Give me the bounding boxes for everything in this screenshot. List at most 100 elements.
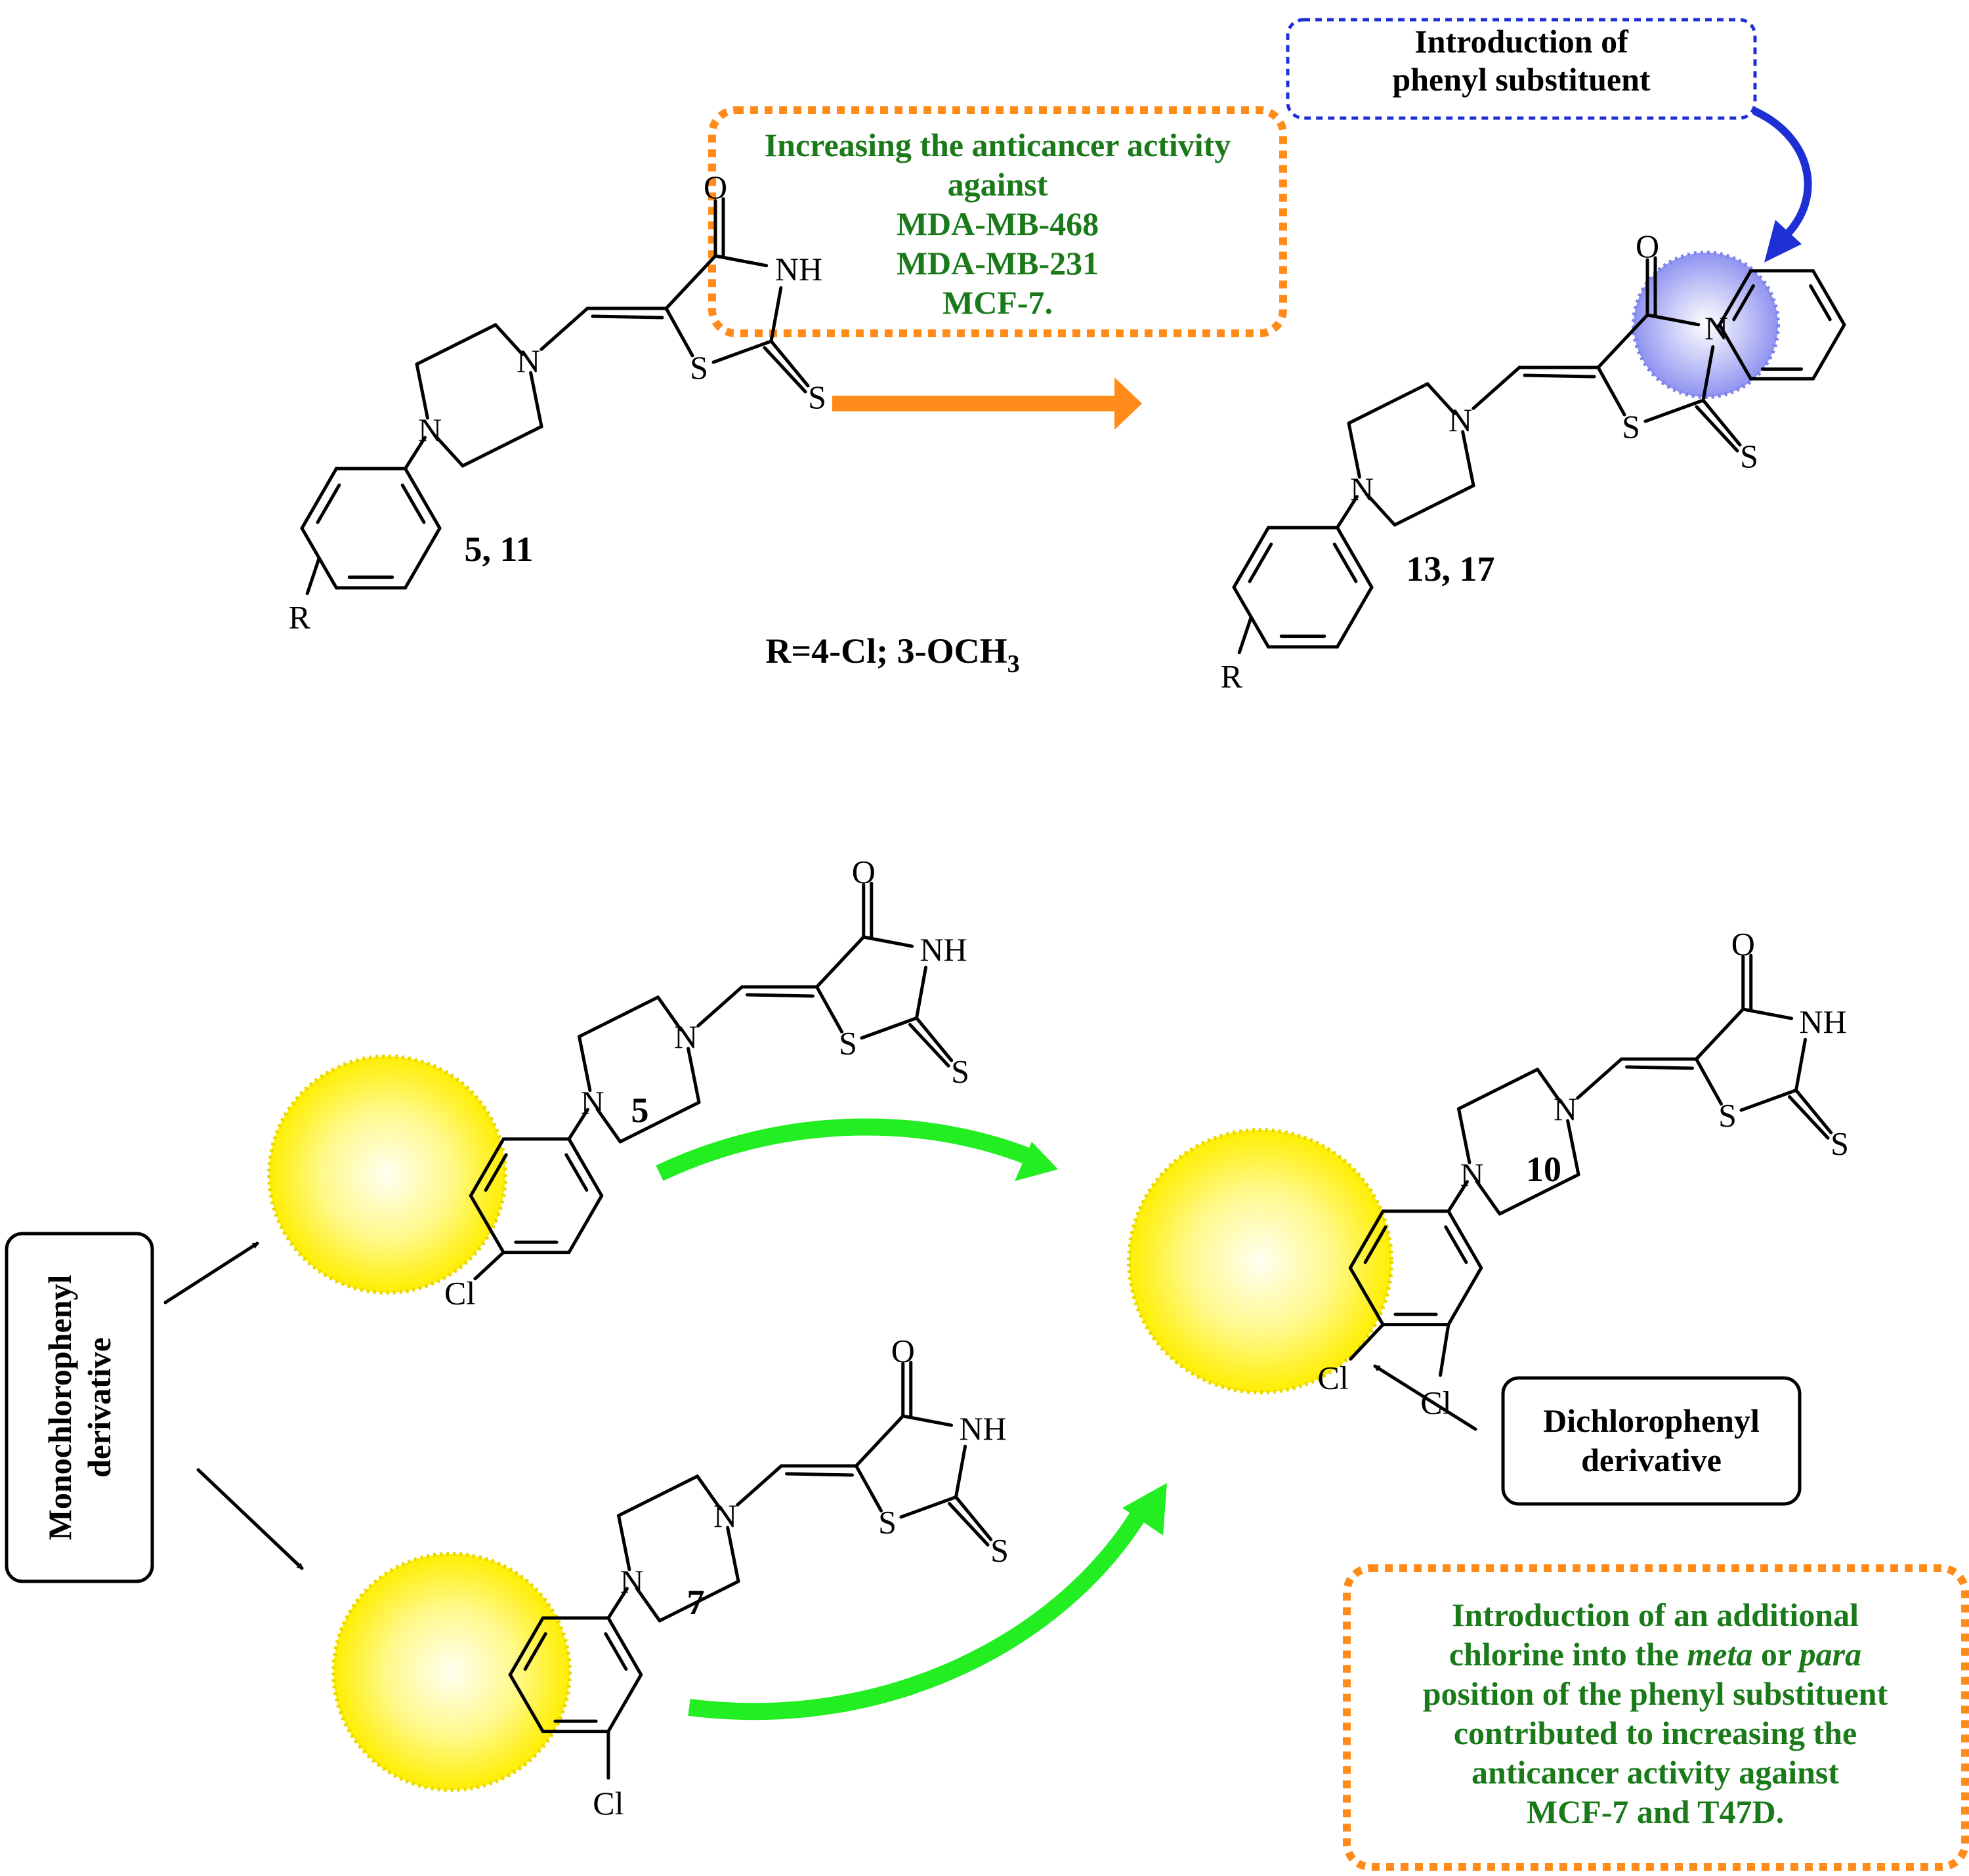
bond (1576, 1057, 1623, 1100)
bond (1347, 382, 1429, 425)
bond (899, 1495, 958, 1519)
bond (1332, 542, 1358, 583)
green-arrowhead-upper (1015, 1142, 1058, 1181)
bond (1237, 615, 1253, 654)
mono-line-2: derivative (81, 1337, 117, 1478)
bond (763, 346, 807, 394)
compound-label-5: 5 (631, 1091, 649, 1130)
compound-label-13-17: 13, 17 (1407, 549, 1495, 589)
atom-cl-meta: Cl (1420, 1384, 1451, 1421)
bond (860, 1016, 918, 1040)
bond (1447, 1209, 1483, 1270)
bond (713, 254, 769, 268)
bond (415, 362, 429, 420)
dichloro-line-2: derivative (1581, 1442, 1722, 1478)
green-arrowhead-lower (1122, 1483, 1167, 1535)
bond (567, 1108, 589, 1141)
atom-r: R (289, 598, 311, 635)
bond (1732, 284, 1755, 322)
bond (1788, 1095, 1830, 1140)
compound-label-7: 7 (687, 1583, 705, 1622)
bond (469, 1137, 505, 1198)
bond (567, 1194, 604, 1255)
bond (606, 1587, 629, 1620)
bond (1625, 1065, 1694, 1070)
bond (591, 314, 664, 320)
bond (1366, 493, 1397, 527)
anticancer-line-4: MDA-MB-231 (897, 245, 1099, 281)
bond (1457, 1068, 1539, 1111)
anticancer-line-2: against (948, 166, 1048, 203)
bond (1475, 1180, 1502, 1216)
bond (696, 1474, 722, 1511)
bond (948, 1502, 990, 1547)
bond (664, 254, 717, 310)
bond (1444, 1225, 1468, 1264)
bond (1715, 323, 1722, 329)
bond (1536, 1068, 1562, 1104)
bond (305, 556, 321, 595)
bond (1336, 495, 1359, 530)
atom-s-ring: S (839, 1025, 857, 1062)
atom-o: O (891, 1332, 915, 1369)
bond (1447, 1266, 1483, 1327)
chlorine-note-box: Introduction of an additional chlorine i… (1343, 1564, 1969, 1871)
bond (400, 483, 426, 524)
bond (862, 935, 914, 948)
bond (1457, 1107, 1471, 1165)
r-substituent-label: R=4-Cl; 3-OCH3 (765, 631, 1019, 678)
bond (815, 935, 866, 989)
atom-cl-para: Cl (444, 1274, 475, 1311)
note-line-1: Introduction of an additional (1452, 1596, 1859, 1633)
arrow-dichloro-to-10 (1373, 1364, 1477, 1431)
bond (578, 995, 660, 1039)
yellow-highlight-5 (267, 1054, 507, 1295)
bond (404, 526, 442, 590)
bond (1811, 323, 1846, 381)
bond (635, 1587, 662, 1623)
phenyl-intro-box: Introduction of phenyl substituent (1286, 18, 1757, 120)
bond (1596, 365, 1626, 417)
anticancer-line-5: MCF-7. (942, 284, 1053, 321)
bond (404, 436, 427, 470)
green-arrow-upper (656, 1118, 1041, 1181)
bond (785, 1472, 854, 1477)
bond (1794, 1037, 1808, 1092)
bond (529, 371, 543, 428)
bond (1447, 1180, 1469, 1213)
atom-cl-meta: Cl (593, 1785, 624, 1822)
bond (1718, 323, 1752, 381)
bond (1741, 1007, 1794, 1020)
bond (658, 1579, 740, 1623)
bond (1739, 1089, 1798, 1112)
bond (494, 323, 524, 356)
bond (595, 1108, 622, 1144)
bond (1566, 1119, 1580, 1177)
compound-label-5-11: 5, 11 (464, 530, 533, 569)
bond (954, 1495, 993, 1541)
phenyl-intro-line-2: phenyl substituent (1392, 61, 1651, 98)
atom-cl-para: Cl (1318, 1359, 1349, 1396)
bond (1363, 1225, 1387, 1264)
yellow-highlight-7 (331, 1552, 572, 1792)
bond (567, 1137, 604, 1198)
bond (618, 1100, 701, 1144)
bond (1426, 382, 1456, 415)
bond (415, 323, 498, 366)
bond (954, 1444, 967, 1499)
bond (1232, 526, 1270, 589)
atom-n-piperazine-4: N (517, 343, 540, 379)
note-line-4: contributed to increasing the (1454, 1715, 1857, 1751)
atom-s-thione: S (1831, 1125, 1849, 1161)
anticancer-box: Increasing the anticancer activity again… (708, 106, 1287, 337)
atom-nh: NH (775, 251, 822, 287)
mono-box: Monochlorophenyl derivative (5, 1232, 154, 1583)
bond (1348, 1209, 1385, 1270)
bond (815, 985, 843, 1033)
bond (1645, 313, 1701, 327)
note-line-2: chlorine into the meta or para (1449, 1636, 1861, 1673)
atom-s-ring: S (1718, 1097, 1737, 1134)
